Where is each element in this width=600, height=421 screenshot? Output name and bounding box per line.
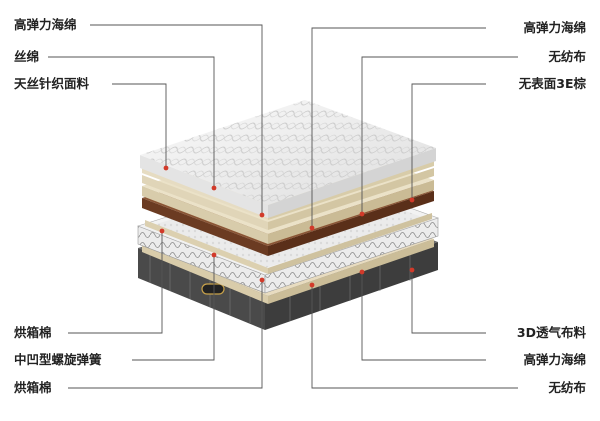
leader-left-1-dot: [259, 212, 265, 218]
leader-lines: [48, 24, 518, 389]
leader-left-3: [112, 83, 167, 168]
leader-rbl-1-dot: [409, 267, 415, 273]
leader-rbl-3: [311, 285, 518, 389]
label-right-3e-palm: 无表面3E棕: [518, 76, 586, 91]
label-left-silk-cotton: 丝绵: [14, 49, 40, 64]
label-right-high-elastic-foam-2: 高弹力海绵: [523, 352, 586, 367]
leader-right-3-dot: [409, 197, 415, 203]
leader-lbl-2: [132, 255, 215, 361]
layer-upper-felt: [145, 213, 432, 274]
leader-right-2-dot: [359, 211, 365, 217]
leader-left-3-dot: [163, 165, 169, 171]
leader-left-2-dot: [211, 185, 217, 191]
leader-right-3: [411, 83, 486, 200]
leader-rbl-3-dot: [309, 282, 315, 288]
leader-rbl-1: [411, 270, 486, 334]
leader-lbl-3: [68, 280, 263, 389]
leader-lbl-1-dot: [159, 228, 165, 234]
leader-right-1: [311, 27, 486, 228]
label-left-oven-cotton-2: 烘箱棉: [14, 380, 52, 395]
leader-left-1: [90, 24, 263, 215]
leader-dots: [159, 165, 415, 288]
label-left-oven-cotton-1: 烘箱棉: [14, 325, 52, 340]
label-right-high-elastic-foam: 高弹力海绵: [523, 20, 586, 35]
leader-lbl-1: [68, 231, 163, 334]
leader-lbl-3-dot: [259, 277, 265, 283]
leader-rbl-2-dot: [359, 269, 365, 275]
label-left-high-elastic-foam: 高弹力海绵: [14, 17, 77, 32]
leader-right-1-dot: [309, 225, 315, 231]
handle-icon: [201, 283, 225, 295]
leader-right-2: [361, 56, 518, 214]
label-right-nonwoven: 无纺布: [548, 49, 586, 64]
label-right-nonwoven-2: 无纺布: [548, 380, 586, 395]
leader-left-2: [48, 56, 215, 188]
leader-rbl-2: [361, 272, 486, 361]
leader-lbl-2-dot: [211, 252, 217, 258]
label-left-concave-spring: 中凹型螺旋弹簧: [14, 352, 102, 367]
label-left-tencel-knit: 天丝针织面料: [14, 76, 90, 91]
label-right-3d-breathable: 3D透气布料: [516, 325, 586, 340]
